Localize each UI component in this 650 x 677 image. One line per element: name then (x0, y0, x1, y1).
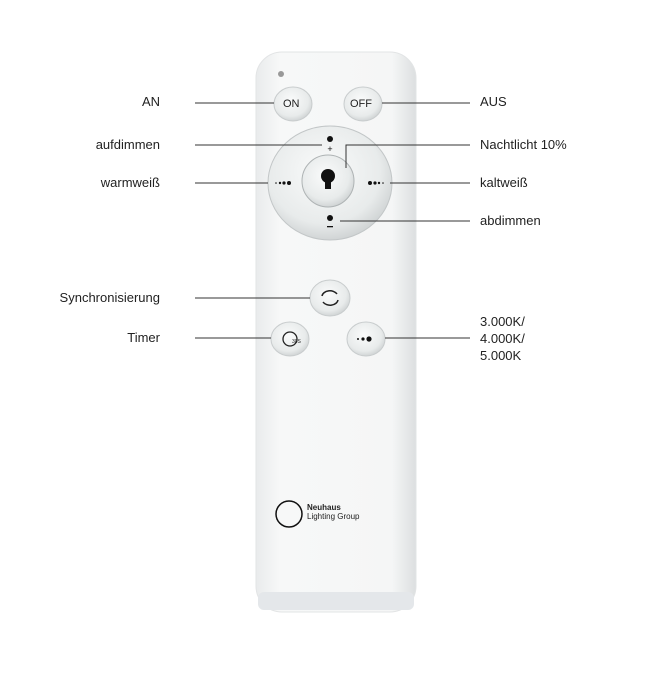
color-dots-icon (357, 336, 372, 342)
label-color-temp-3: 5.000K (480, 348, 522, 363)
on-button[interactable] (273, 86, 313, 122)
on-button-text: ON (283, 98, 300, 110)
indicator-led (278, 71, 284, 77)
color-temp-button[interactable] (346, 321, 386, 357)
bulb-icon (321, 169, 335, 189)
off-button[interactable] (343, 86, 383, 122)
label-on: AN (141, 94, 160, 109)
label-dim-down: abdimmen (480, 213, 541, 228)
sync-button[interactable] (309, 279, 351, 317)
cool-dots-icon (368, 181, 384, 185)
brand-subtitle: Lighting Group (307, 512, 360, 521)
clock-icon (282, 331, 298, 347)
timer-button-text: 30S (292, 339, 301, 345)
callout-lines (195, 102, 470, 339)
warm-dots-icon (275, 181, 291, 185)
label-cool-white: kaltweiß (480, 175, 528, 190)
sun-plus-icon: + (327, 136, 333, 154)
sun-minus-icon (327, 215, 333, 228)
label-off: AUS (480, 94, 507, 109)
brand-name: Neuhaus (307, 503, 341, 512)
svg-text:+: + (327, 144, 332, 154)
off-button-text: OFF (350, 98, 372, 110)
timer-button[interactable] (270, 321, 310, 357)
label-sync: Synchronisierung (59, 290, 160, 305)
sync-icon (321, 290, 339, 306)
label-dim-up: aufdimmen (95, 137, 160, 152)
label-warm-white: warmweiß (100, 175, 160, 190)
label-color-temp-1: 3.000K/ (480, 314, 525, 329)
brand-logo-ring (275, 500, 303, 528)
label-timer: Timer (127, 330, 160, 345)
label-night-light: Nachtlicht 10% (480, 137, 567, 152)
battery-cover (258, 592, 414, 610)
label-color-temp-2: 4.000K/ (480, 331, 525, 346)
